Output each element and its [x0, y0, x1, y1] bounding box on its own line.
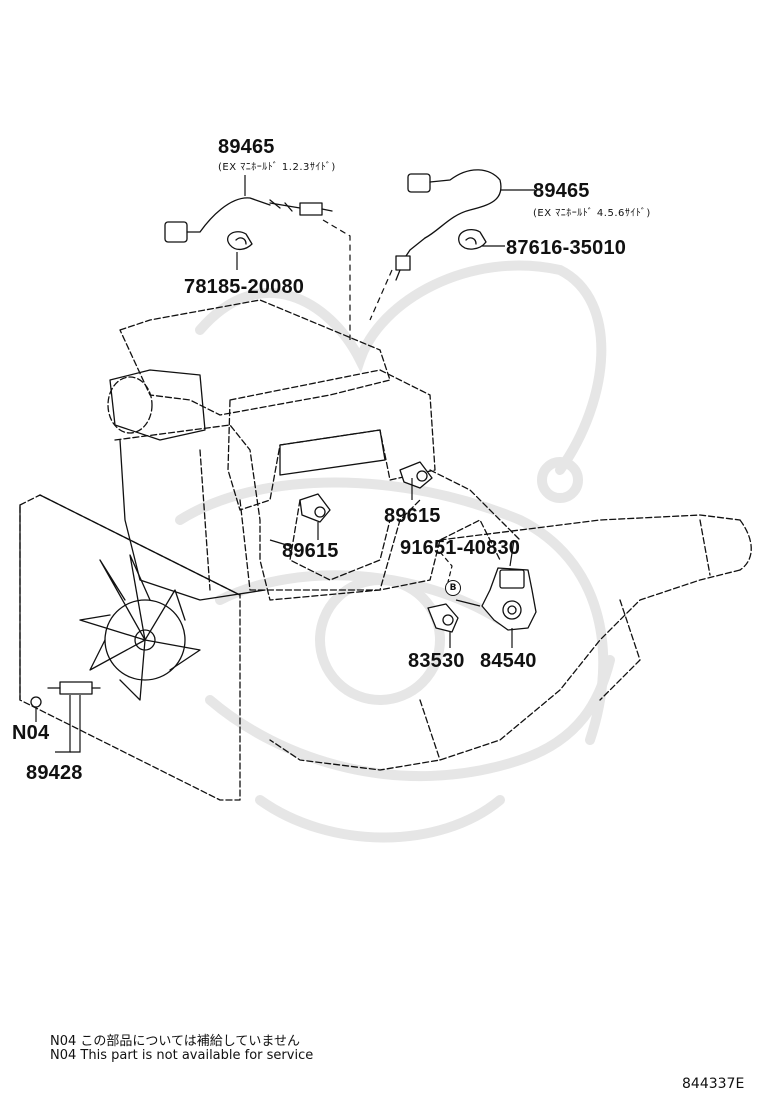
part-label-switch-83530: 83530	[408, 650, 465, 672]
clamp-right	[458, 229, 487, 250]
part-note-o2-sensor-left: (EX ﾏﾆﾎｰﾙﾄﾞ 1.2.3ｻｲﾄﾞ)	[218, 162, 336, 173]
cooling-fan	[79, 554, 201, 701]
part-label-o2-sensor-left: 89465	[218, 136, 275, 158]
part-label-temp-sensor: 89428	[26, 762, 83, 784]
radiator	[19, 494, 241, 801]
leader-lines	[35, 175, 535, 753]
part-label-clamp-left: 78185-20080	[184, 276, 305, 298]
knock-sensor-left	[299, 493, 331, 523]
diagram-code: 844337E	[682, 1076, 745, 1092]
knock-sensor-right	[399, 461, 433, 489]
part-label-clamp-right: 87616-35010	[506, 237, 627, 259]
part-label-n04: N04	[12, 722, 50, 744]
part-label-knock-sensor-right: 89615	[384, 505, 441, 527]
bolt-symbol: B	[445, 580, 461, 596]
watermark-logo	[175, 260, 615, 843]
clamp-left	[227, 231, 253, 251]
part-label-switch-84540: 84540	[480, 650, 537, 672]
o2-sensor-left	[164, 197, 333, 243]
footer-note-en: N04 This part is not available for servi…	[50, 1048, 314, 1063]
transmission	[269, 514, 752, 771]
switch-84540	[481, 567, 537, 631]
o2-sensor-right	[395, 169, 502, 281]
part-label-o2-sensor-right: 89465	[533, 180, 590, 202]
temp-sensor-89428	[30, 681, 101, 708]
switch-83530	[427, 603, 459, 633]
engine-block	[114, 424, 521, 601]
intake-plenum	[107, 299, 436, 511]
footer-note-jp: N04 この部品については補給していません	[50, 1034, 300, 1049]
part-note-o2-sensor-right: (EX ﾏﾆﾎｰﾙﾄﾞ 4.5.6ｻｲﾄﾞ)	[533, 208, 651, 219]
part-label-bolt: 91651-40830	[400, 537, 521, 559]
part-label-knock-sensor-left: 89615	[282, 540, 339, 562]
